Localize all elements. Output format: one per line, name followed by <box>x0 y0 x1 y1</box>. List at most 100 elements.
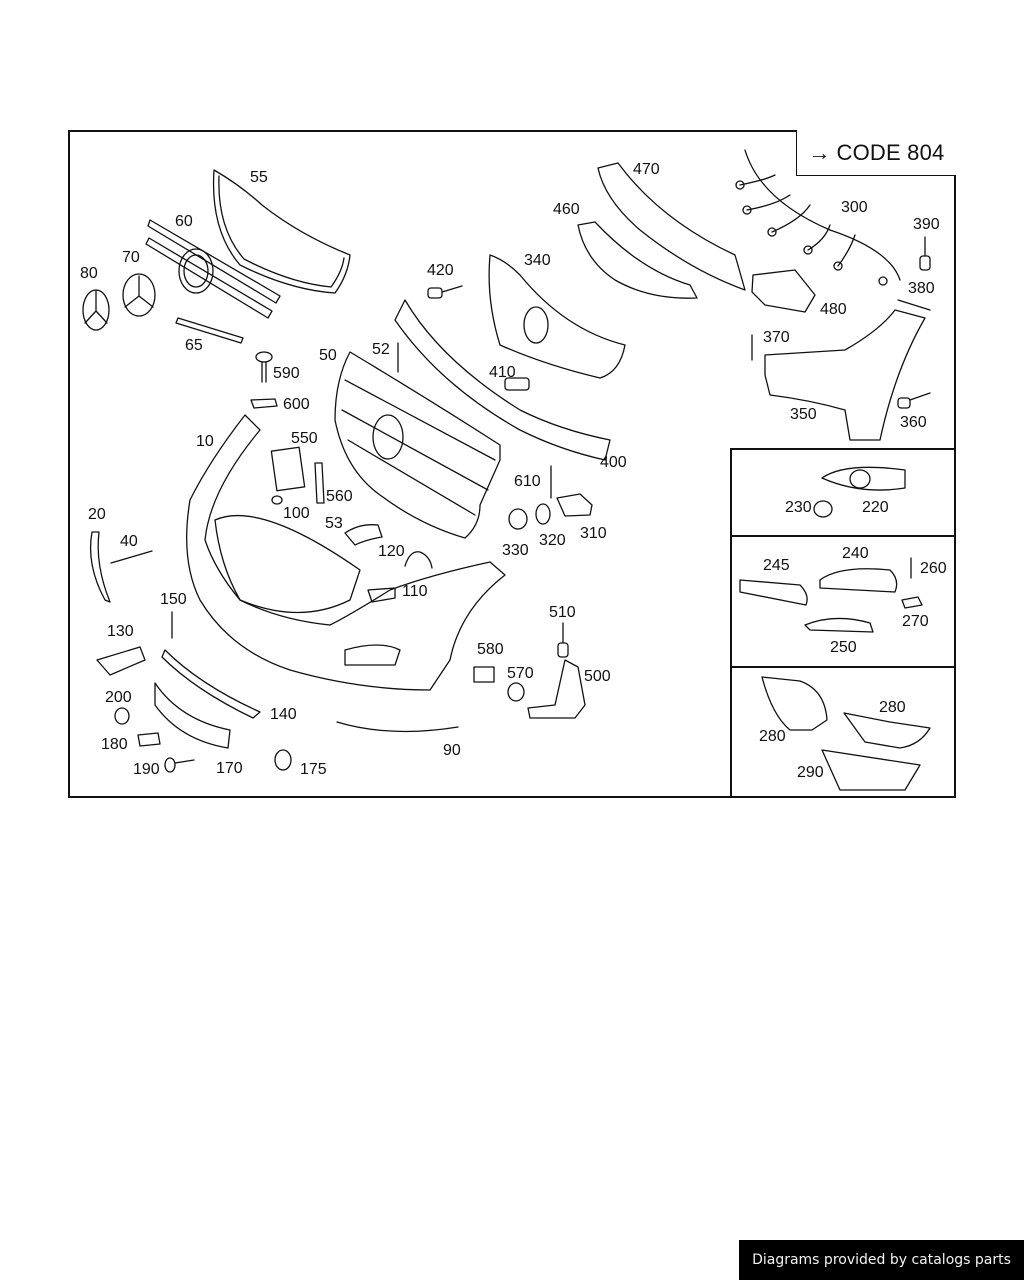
callout-390[interactable]: 390 <box>913 216 940 233</box>
callout-200[interactable]: 200 <box>105 689 132 706</box>
part-53-cover <box>344 524 383 546</box>
callout-610[interactable]: 610 <box>514 473 541 490</box>
footer-attribution: Diagrams provided by catalogs parts <box>739 1240 1024 1280</box>
diagram-frame <box>68 130 956 798</box>
callout-600[interactable]: 600 <box>283 396 310 413</box>
part-550-module <box>270 446 306 492</box>
callout-550[interactable]: 550 <box>291 430 318 447</box>
callout-100[interactable]: 100 <box>283 505 310 522</box>
callout-180[interactable]: 180 <box>101 736 128 753</box>
callout-50[interactable]: 50 <box>319 347 337 364</box>
callout-370[interactable]: 370 <box>763 329 790 346</box>
callout-480[interactable]: 480 <box>820 301 847 318</box>
panel-divider-3 <box>730 666 956 668</box>
part-110-cover <box>367 587 396 603</box>
callout-55[interactable]: 55 <box>250 169 268 186</box>
part-20-trim <box>89 531 111 603</box>
callout-360[interactable]: 360 <box>900 414 927 431</box>
part-80-star-emblem <box>82 289 110 331</box>
callout-120[interactable]: 120 <box>378 543 405 560</box>
callout-580[interactable]: 580 <box>477 641 504 658</box>
callout-10[interactable]: 10 <box>196 433 214 450</box>
callout-230[interactable]: 230 <box>785 499 812 516</box>
part-175-clip <box>274 749 292 771</box>
footer-text: Diagrams provided by catalogs parts <box>752 1252 1011 1268</box>
part-360-clip <box>897 392 931 409</box>
callout-380[interactable]: 380 <box>908 280 935 297</box>
part-70-star-emblem <box>122 273 156 317</box>
panel-divider-vertical <box>730 448 732 798</box>
part-230-ring <box>813 500 833 518</box>
part-300-wiring-harness <box>735 149 901 286</box>
part-10-bumper-cover <box>186 414 506 691</box>
callout-410[interactable]: 410 <box>489 364 516 381</box>
callout-220[interactable]: 220 <box>862 499 889 516</box>
callout-570[interactable]: 570 <box>507 665 534 682</box>
callout-245[interactable]: 245 <box>763 557 790 574</box>
callout-190[interactable]: 190 <box>133 761 160 778</box>
part-320-ring <box>535 503 551 525</box>
part-600-clip <box>250 398 278 409</box>
callout-90[interactable]: 90 <box>443 742 461 759</box>
part-180-clip <box>137 732 161 747</box>
callout-560[interactable]: 560 <box>326 488 353 505</box>
callout-60[interactable]: 60 <box>175 213 193 230</box>
callout-280b[interactable]: 280 <box>759 728 786 745</box>
part-590-screw <box>255 351 273 383</box>
part-270-nut <box>901 596 923 609</box>
part-140-strip <box>161 649 261 719</box>
callout-150[interactable]: 150 <box>160 591 187 608</box>
part-290-mesh <box>821 749 921 791</box>
code-label: CODE 804 <box>836 139 945 165</box>
part-410-plug <box>504 377 530 391</box>
callout-590[interactable]: 590 <box>273 365 300 382</box>
callout-510[interactable]: 510 <box>549 604 576 621</box>
callout-140[interactable]: 140 <box>270 706 297 723</box>
part-390-pin <box>919 236 931 271</box>
callout-350[interactable]: 350 <box>790 406 817 423</box>
callout-340[interactable]: 340 <box>524 252 551 269</box>
callout-70[interactable]: 70 <box>122 249 140 266</box>
callout-260[interactable]: 260 <box>920 560 947 577</box>
callout-240[interactable]: 240 <box>842 545 869 562</box>
callout-270[interactable]: 270 <box>902 613 929 630</box>
callout-175[interactable]: 175 <box>300 761 327 778</box>
callout-280[interactable]: 280 <box>879 699 906 716</box>
part-100-nut <box>271 495 283 505</box>
callout-52[interactable]: 52 <box>372 341 390 358</box>
part-310-holder <box>556 493 593 517</box>
part-400-support-rail <box>394 299 611 461</box>
part-190-bolt <box>164 757 195 773</box>
part-170-bracket <box>154 682 231 749</box>
callout-20[interactable]: 20 <box>88 506 106 523</box>
callout-170[interactable]: 170 <box>216 760 243 777</box>
callout-53[interactable]: 53 <box>325 515 343 532</box>
arrow-right-icon: → <box>808 139 831 165</box>
callout-40[interactable]: 40 <box>120 533 138 550</box>
part-220-fog-grille <box>821 466 906 491</box>
part-420-clip <box>427 285 463 299</box>
code-804-note: → CODE 804 <box>796 130 956 176</box>
callout-320[interactable]: 320 <box>539 532 566 549</box>
callout-310[interactable]: 310 <box>580 525 607 542</box>
callout-460[interactable]: 460 <box>553 201 580 218</box>
part-130-bracket <box>96 646 146 676</box>
callout-400[interactable]: 400 <box>600 454 627 471</box>
callout-290[interactable]: 290 <box>797 764 824 781</box>
callout-470[interactable]: 470 <box>633 161 660 178</box>
callout-500[interactable]: 500 <box>584 668 611 685</box>
callout-65[interactable]: 65 <box>185 337 203 354</box>
callout-330[interactable]: 330 <box>502 542 529 559</box>
callout-110[interactable]: 110 <box>402 583 428 600</box>
callout-80[interactable]: 80 <box>80 265 98 282</box>
part-60-grille-bars <box>145 219 281 319</box>
callout-250[interactable]: 250 <box>830 639 857 656</box>
part-460-absorber <box>577 221 698 299</box>
part-120-cable <box>404 551 433 569</box>
callout-130[interactable]: 130 <box>107 623 134 640</box>
callout-300[interactable]: 300 <box>841 199 868 216</box>
part-470-beam <box>597 162 746 291</box>
part-240-grille <box>819 568 898 593</box>
part-560-bracket <box>314 462 325 504</box>
callout-420[interactable]: 420 <box>427 262 454 279</box>
